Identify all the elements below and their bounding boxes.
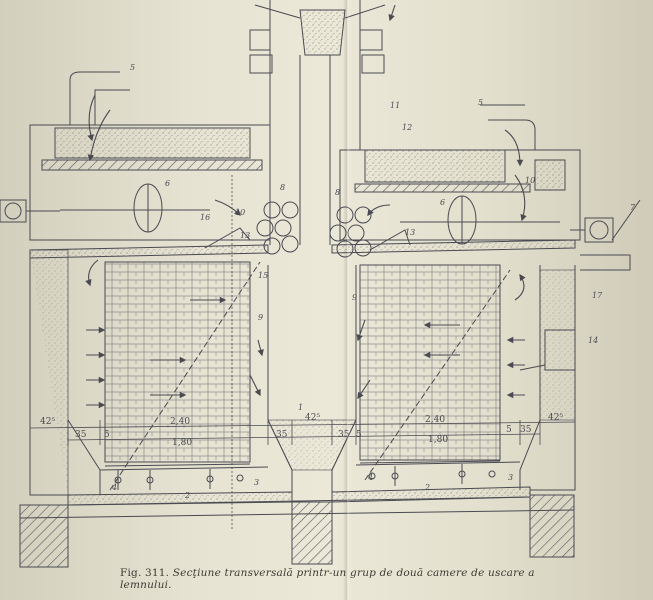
dim-right-gap-a: 35 bbox=[338, 430, 350, 440]
dim-right-gap-d: 5 bbox=[506, 425, 512, 435]
damper-box-14 bbox=[544, 329, 576, 371]
motor-left bbox=[0, 199, 60, 223]
dim-right-inner: 1,80 bbox=[428, 435, 448, 445]
dim-right-gap-c: 35 bbox=[520, 425, 532, 435]
exhaust-chimney bbox=[249, 0, 386, 245]
dim-left-outer: 42⁵ bbox=[40, 417, 55, 427]
heating-pipes-left bbox=[256, 201, 299, 255]
label-5b: 5 bbox=[478, 98, 483, 107]
fan-right bbox=[400, 195, 560, 245]
label-4a: 4 bbox=[111, 483, 117, 492]
inlet-hood-right bbox=[488, 119, 536, 150]
dim-left-gap-c: 35 bbox=[276, 430, 288, 440]
label-6b: 6 bbox=[440, 198, 445, 207]
label-10a: 10 bbox=[235, 208, 245, 217]
ceiling-right bbox=[331, 239, 576, 254]
label-16: 16 bbox=[200, 213, 210, 222]
label-1: 1 bbox=[298, 403, 303, 412]
dim-right-total: 2,40 bbox=[425, 415, 445, 425]
dim-right-gap-b: 5 bbox=[356, 430, 362, 440]
dim-left-total: 2,40 bbox=[170, 417, 190, 427]
wall-left-outer bbox=[29, 250, 68, 496]
label-3a: 3 bbox=[254, 478, 259, 487]
label-15: 15 bbox=[258, 271, 268, 280]
label-8a: 8 bbox=[280, 183, 285, 192]
label-3b: 3 bbox=[508, 473, 513, 482]
label-5a: 5 bbox=[130, 63, 135, 72]
label-9a: 9 bbox=[258, 313, 263, 322]
label-17: 17 bbox=[592, 291, 603, 300]
label-8b: 8 bbox=[335, 188, 340, 197]
label-13a: 13 bbox=[240, 231, 250, 240]
label-2b: 2 bbox=[424, 483, 430, 492]
cart-left bbox=[104, 463, 251, 490]
dim-left-gap-a: 35 bbox=[75, 430, 87, 440]
label-7: 7 bbox=[630, 203, 636, 212]
motor-right bbox=[570, 199, 641, 271]
dim-right-outer: 42⁵ bbox=[548, 413, 563, 423]
floor-slab-right bbox=[331, 486, 531, 503]
heating-pipes-right bbox=[329, 206, 372, 258]
inlet-hood-left bbox=[69, 71, 120, 125]
label-4b: 4 bbox=[367, 473, 373, 482]
label-13b: 13 bbox=[405, 228, 415, 237]
page-fold bbox=[343, 0, 351, 600]
figure-caption-text: Secţiune transversală printr-un grup de … bbox=[120, 567, 535, 591]
dimension-lines bbox=[29, 175, 576, 530]
air-flow-arrows bbox=[85, 4, 527, 409]
floor-slab-left bbox=[67, 491, 293, 506]
label-9b: 9 bbox=[352, 293, 357, 302]
dim-middle-outer: 42⁵ bbox=[305, 413, 320, 423]
label-12: 12 bbox=[402, 123, 412, 132]
label-11: 11 bbox=[390, 101, 400, 110]
figure-caption: Fig. 311. Secţiune transversală printr-u… bbox=[120, 567, 540, 591]
foundation-right bbox=[529, 494, 575, 558]
cart-right bbox=[359, 460, 501, 486]
label-2a: 2 bbox=[184, 491, 190, 500]
label-10b: 10 bbox=[525, 176, 535, 185]
lumber-stack-left bbox=[104, 261, 251, 463]
fan-left bbox=[60, 183, 210, 233]
dim-left-inner: 1,80 bbox=[172, 438, 192, 448]
label-6a: 6 bbox=[165, 179, 170, 188]
label-14: 14 bbox=[588, 336, 598, 345]
figure-label: Fig. 311. bbox=[120, 567, 170, 579]
foundation-middle bbox=[291, 501, 333, 565]
dim-left-gap-b: 5 bbox=[104, 430, 110, 440]
lumber-stack-right bbox=[359, 264, 501, 461]
foundation-left bbox=[19, 504, 69, 568]
